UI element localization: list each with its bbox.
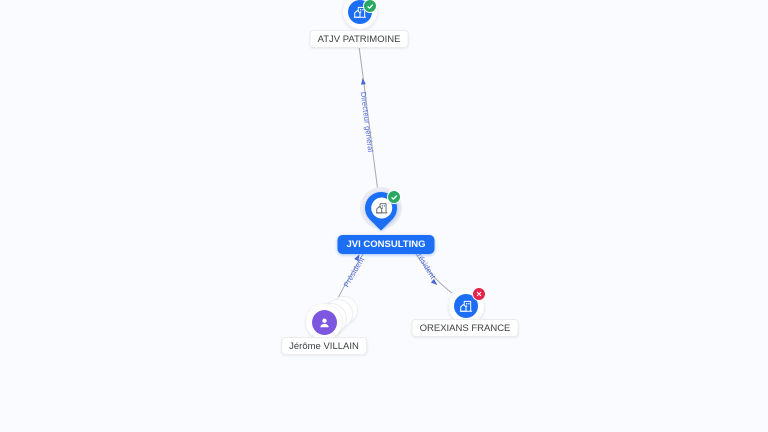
- company-building-icon: [459, 300, 473, 312]
- check-icon: [366, 3, 373, 9]
- status-closed-badge: [471, 286, 486, 301]
- node-label-orexians-france[interactable]: OREXIANS FRANCE: [411, 319, 519, 337]
- company-building-icon: [374, 202, 387, 213]
- company-building-icon: [353, 6, 367, 18]
- node-label-jvi-consulting[interactable]: JVI CONSULTING: [337, 235, 435, 254]
- person-disc: [311, 309, 337, 335]
- status-active-badge: [363, 0, 377, 13]
- company-disc: [454, 294, 478, 318]
- arrowhead-downright-icon: [430, 278, 438, 286]
- node-jvi-consulting[interactable]: [357, 184, 404, 231]
- edge-directeur-general: [358, 45, 379, 193]
- pin-inner-disc: [370, 197, 391, 218]
- check-icon: [390, 194, 397, 200]
- arrowhead-up-icon: [361, 77, 366, 85]
- node-label-atjv-patrimoine[interactable]: ATJV PATRIMOINE: [309, 30, 409, 48]
- cross-icon: [476, 291, 481, 296]
- status-active-badge: [387, 190, 401, 204]
- person-icon: [319, 318, 329, 327]
- node-jerome-villain[interactable]: [306, 304, 342, 340]
- node-orexians-france[interactable]: [448, 286, 486, 324]
- node-label-jerome-villain[interactable]: Jérôme VILLAIN: [281, 337, 367, 355]
- arrowhead-upright-icon: [354, 254, 360, 262]
- node-atjv-patrimoine[interactable]: [343, 0, 377, 29]
